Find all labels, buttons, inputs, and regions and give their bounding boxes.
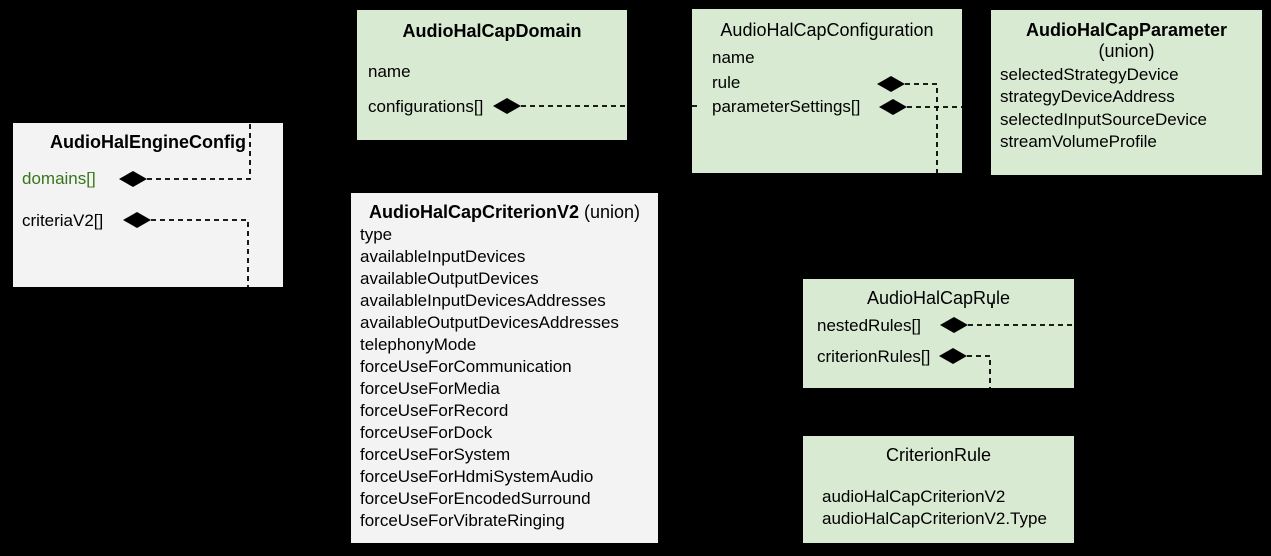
class-box-criterionrule: CriterionRule audioHalCapCriterionV2 aud… xyxy=(803,436,1074,543)
class-box-audiohalcaprule: AudioHalCapRule nestedRules[] criterionR… xyxy=(803,279,1074,388)
field-forceuseforvibrateringing: forceUseForVibrateRinging xyxy=(360,511,565,530)
class-subtitle-union: (union) xyxy=(1098,41,1155,61)
field-parametersettings: parameterSettings[] xyxy=(712,97,861,116)
class-box-audiohalcapcriterionv2: AudioHalCapCriterionV2 (union) type avai… xyxy=(351,193,658,543)
class-title: AudioHalCapParameter xyxy=(1025,20,1228,40)
field-criteriav2: criteriaV2[] xyxy=(22,211,104,230)
class-title: AudioHalCapRule xyxy=(866,288,1011,308)
class-title: AudioHalCapCriterionV2 (union) xyxy=(351,202,658,223)
field-forceuseformedia: forceUseForMedia xyxy=(360,379,500,398)
field-forceuseforcommunication: forceUseForCommunication xyxy=(360,357,572,376)
field-list: type availableInputDevices availableOutp… xyxy=(360,224,619,532)
field-selectedstrategydevice: selectedStrategyDevice xyxy=(1000,65,1179,84)
class-title: AudioHalCapDomain xyxy=(402,21,582,41)
field-availableoutputdevicesaddresses: availableOutputDevicesAddresses xyxy=(360,313,619,332)
field-audiohalcapcriterionv2: audioHalCapCriterionV2 xyxy=(822,487,1006,506)
field-streamvolumeprofile: streamVolumeProfile xyxy=(1000,132,1157,151)
class-box-audiohalcapdomain: AudioHalCapDomain name configurations[] xyxy=(357,10,627,140)
field-name: name xyxy=(712,48,755,67)
class-title: CriterionRule xyxy=(885,445,992,465)
class-box-audiohalcapconfiguration: AudioHalCapConfiguration name rule param… xyxy=(692,9,962,173)
field-availableinputdevicesaddresses: availableInputDevicesAddresses xyxy=(360,291,606,310)
field-forceuseforsystem: forceUseForSystem xyxy=(360,445,511,464)
field-strategydeviceaddress: strategyDeviceAddress xyxy=(1000,87,1175,106)
field-availableoutputdevices: availableOutputDevices xyxy=(360,269,539,288)
field-audiohalcapcriterionv2-type: audioHalCapCriterionV2.Type xyxy=(822,509,1047,528)
field-availableinputdevices: availableInputDevices xyxy=(360,247,526,266)
class-title-union-suffix: (union) xyxy=(579,202,641,222)
field-selectedinputsourcedevice: selectedInputSourceDevice xyxy=(1000,110,1207,129)
field-forceusefordock: forceUseForDock xyxy=(360,423,493,442)
class-box-audiohalengineconfig: AudioHalEngineConfig domains[] criteriaV… xyxy=(13,123,283,287)
field-criterionrules: criterionRules[] xyxy=(817,347,931,366)
field-type: type xyxy=(360,225,393,244)
field-domains: domains[] xyxy=(22,169,96,188)
class-box-audiohalcapparameter: AudioHalCapParameter (union) selectedStr… xyxy=(991,10,1262,175)
class-title: AudioHalCapConfiguration xyxy=(720,20,934,40)
class-title: AudioHalEngineConfig xyxy=(50,132,246,152)
field-rule: rule xyxy=(712,73,741,92)
field-forceuseforrecord: forceUseForRecord xyxy=(360,401,509,420)
class-title-name: AudioHalCapCriterionV2 xyxy=(368,202,579,222)
field-name: name xyxy=(368,62,411,81)
field-configurations: configurations[] xyxy=(368,97,484,116)
field-nestedrules: nestedRules[] xyxy=(817,316,921,335)
field-forceuseforhdmisystemaudio: forceUseForHdmiSystemAudio xyxy=(360,467,594,486)
field-forceuseforencodedsurround: forceUseForEncodedSurround xyxy=(360,489,591,508)
field-telephonymode: telephonyMode xyxy=(360,335,477,354)
